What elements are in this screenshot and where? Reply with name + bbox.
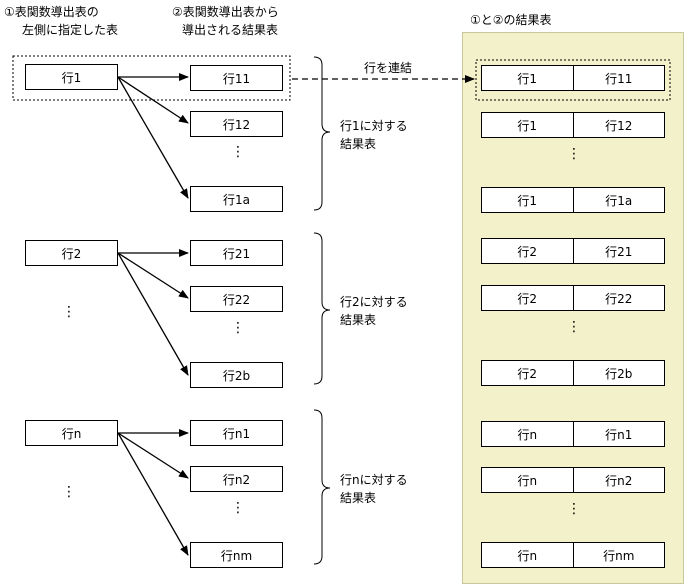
result-cell-left: 行n	[482, 543, 574, 567]
result-cell-right: 行21	[605, 244, 633, 259]
arrow-g3-t3	[117, 432, 189, 556]
target-row-n-1: 行n1	[190, 420, 283, 446]
source-row-2: 行2	[25, 240, 118, 266]
brace-label-g1-line2: 結果表	[340, 137, 377, 151]
brace-label-g1-line1: 行1に対する	[340, 119, 408, 133]
right-header: ①と②の結果表	[470, 13, 552, 27]
source-row-1: 行1	[25, 64, 118, 90]
result-cell-left: 行2	[482, 361, 574, 385]
result-row-6: 行2 行2b	[481, 360, 665, 386]
result-cell-right: 行n1	[605, 427, 633, 442]
brace-label-g3-line2: 結果表	[340, 491, 377, 505]
result-row-5: 行2 行22	[481, 285, 665, 311]
target-row-1-1: 行11	[190, 65, 283, 91]
target-row-2-2: 行22	[190, 286, 283, 312]
vdots-left-g3: ⋮	[62, 484, 76, 500]
vdots-result-g2: ⋮	[567, 319, 581, 335]
result-row-4: 行2 行21	[481, 238, 665, 264]
dotted-frame-result	[475, 59, 671, 101]
mid-header-line2: 導出される結果表	[182, 23, 279, 37]
result-cell-left: 行n	[482, 468, 574, 492]
result-cell-right: 行12	[605, 118, 633, 133]
result-cell-left: 行2	[482, 239, 574, 263]
result-row-1: 行1 行11	[481, 65, 665, 91]
result-row-3: 行1 行1a	[481, 187, 665, 213]
target-row-2-3: 行2b	[190, 362, 283, 388]
result-cell-right: 行nm	[603, 548, 635, 563]
brace-label-g2-line1: 行2に対する	[340, 295, 408, 309]
mid-header-line1: ②表関数導出表から	[172, 5, 279, 19]
result-row-8: 行n 行n2	[481, 467, 665, 493]
vdots-left-g2: ⋮	[62, 304, 76, 320]
target-row-1-2: 行12	[190, 111, 283, 137]
arrow-g1-t3	[117, 76, 189, 199]
result-cell-left: 行2	[482, 286, 574, 310]
arrow-g2-t3	[117, 252, 189, 376]
left-header-line1: ①表関数導出表の	[4, 5, 99, 19]
target-row-n-2: 行n2	[190, 466, 283, 492]
result-cell-right: 行11	[605, 71, 633, 86]
dotted-frame-source	[12, 55, 291, 101]
source-row-n: 行n	[25, 420, 118, 446]
brace-g1	[313, 56, 331, 211]
join-label: 行を連結	[364, 61, 413, 75]
target-row-1-3: 行1a	[190, 186, 283, 212]
result-cell-left: 行1	[482, 66, 574, 90]
brace-g2	[313, 232, 331, 385]
result-cell-left: 行n	[482, 422, 574, 446]
vdots-g3-target: ⋮	[231, 500, 245, 516]
vdots-g1-target: ⋮	[231, 144, 245, 160]
result-row-9: 行n 行nm	[481, 542, 665, 568]
result-cell-right: 行n2	[605, 473, 633, 488]
brace-g3	[313, 409, 331, 565]
vdots-result-g3: ⋮	[567, 501, 581, 517]
vdots-g2-target: ⋮	[231, 320, 245, 336]
left-header-line2: 左側に指定した表	[22, 23, 119, 37]
brace-label-g3-line1: 行nに対する	[340, 473, 408, 487]
arrow-g3-t2	[117, 432, 189, 479]
arrow-g1-t2	[117, 76, 189, 124]
result-row-7: 行n 行n1	[481, 421, 665, 447]
result-cell-right: 行1a	[605, 193, 633, 208]
vdots-result-g1: ⋮	[567, 146, 581, 162]
target-row-n-3: 行nm	[190, 542, 283, 568]
arrow-g2-t2	[117, 252, 189, 299]
result-cell-left: 行1	[482, 113, 574, 137]
result-row-2: 行1 行12	[481, 112, 665, 138]
result-cell-right: 行22	[605, 291, 633, 306]
result-cell-left: 行1	[482, 188, 574, 212]
target-row-2-1: 行21	[190, 240, 283, 266]
brace-label-g2-line2: 結果表	[340, 313, 377, 327]
result-cell-right: 行2b	[605, 366, 633, 381]
